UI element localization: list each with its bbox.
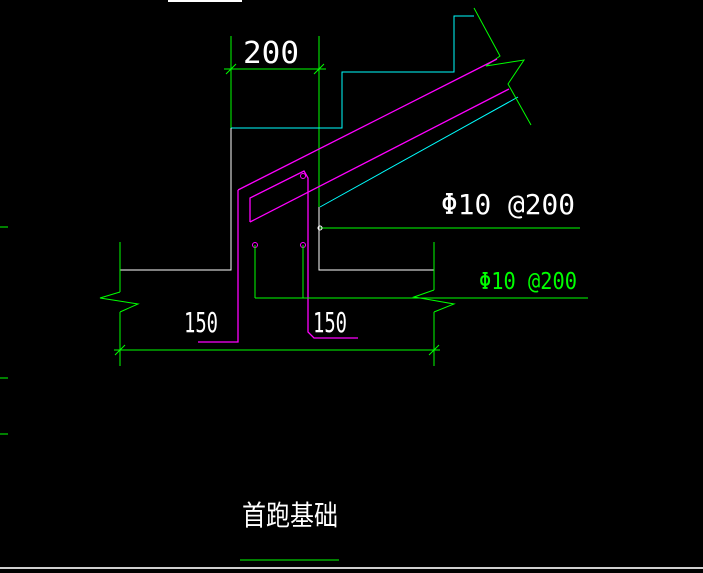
distribution-bars (254, 225, 588, 299)
rebar-lines (198, 58, 510, 343)
stair-slab-outline (231, 15, 519, 208)
drawing-title: 首跑基础 (242, 499, 338, 532)
top-dimension-label: 200 (243, 36, 299, 71)
secondary-rebar-label: Φ10 @200 (479, 269, 577, 295)
foundation-edges (99, 242, 456, 366)
bottom-dimension (114, 344, 440, 356)
slab-break-line (473, 7, 532, 126)
left-margin-ticks (0, 226, 8, 435)
foundation-outline (120, 128, 434, 271)
bottom-left-dimension-label: 150 (184, 306, 218, 339)
bottom-right-dimension-label: 150 (313, 306, 347, 339)
primary-rebar-label: Φ10 @200 (441, 188, 575, 221)
